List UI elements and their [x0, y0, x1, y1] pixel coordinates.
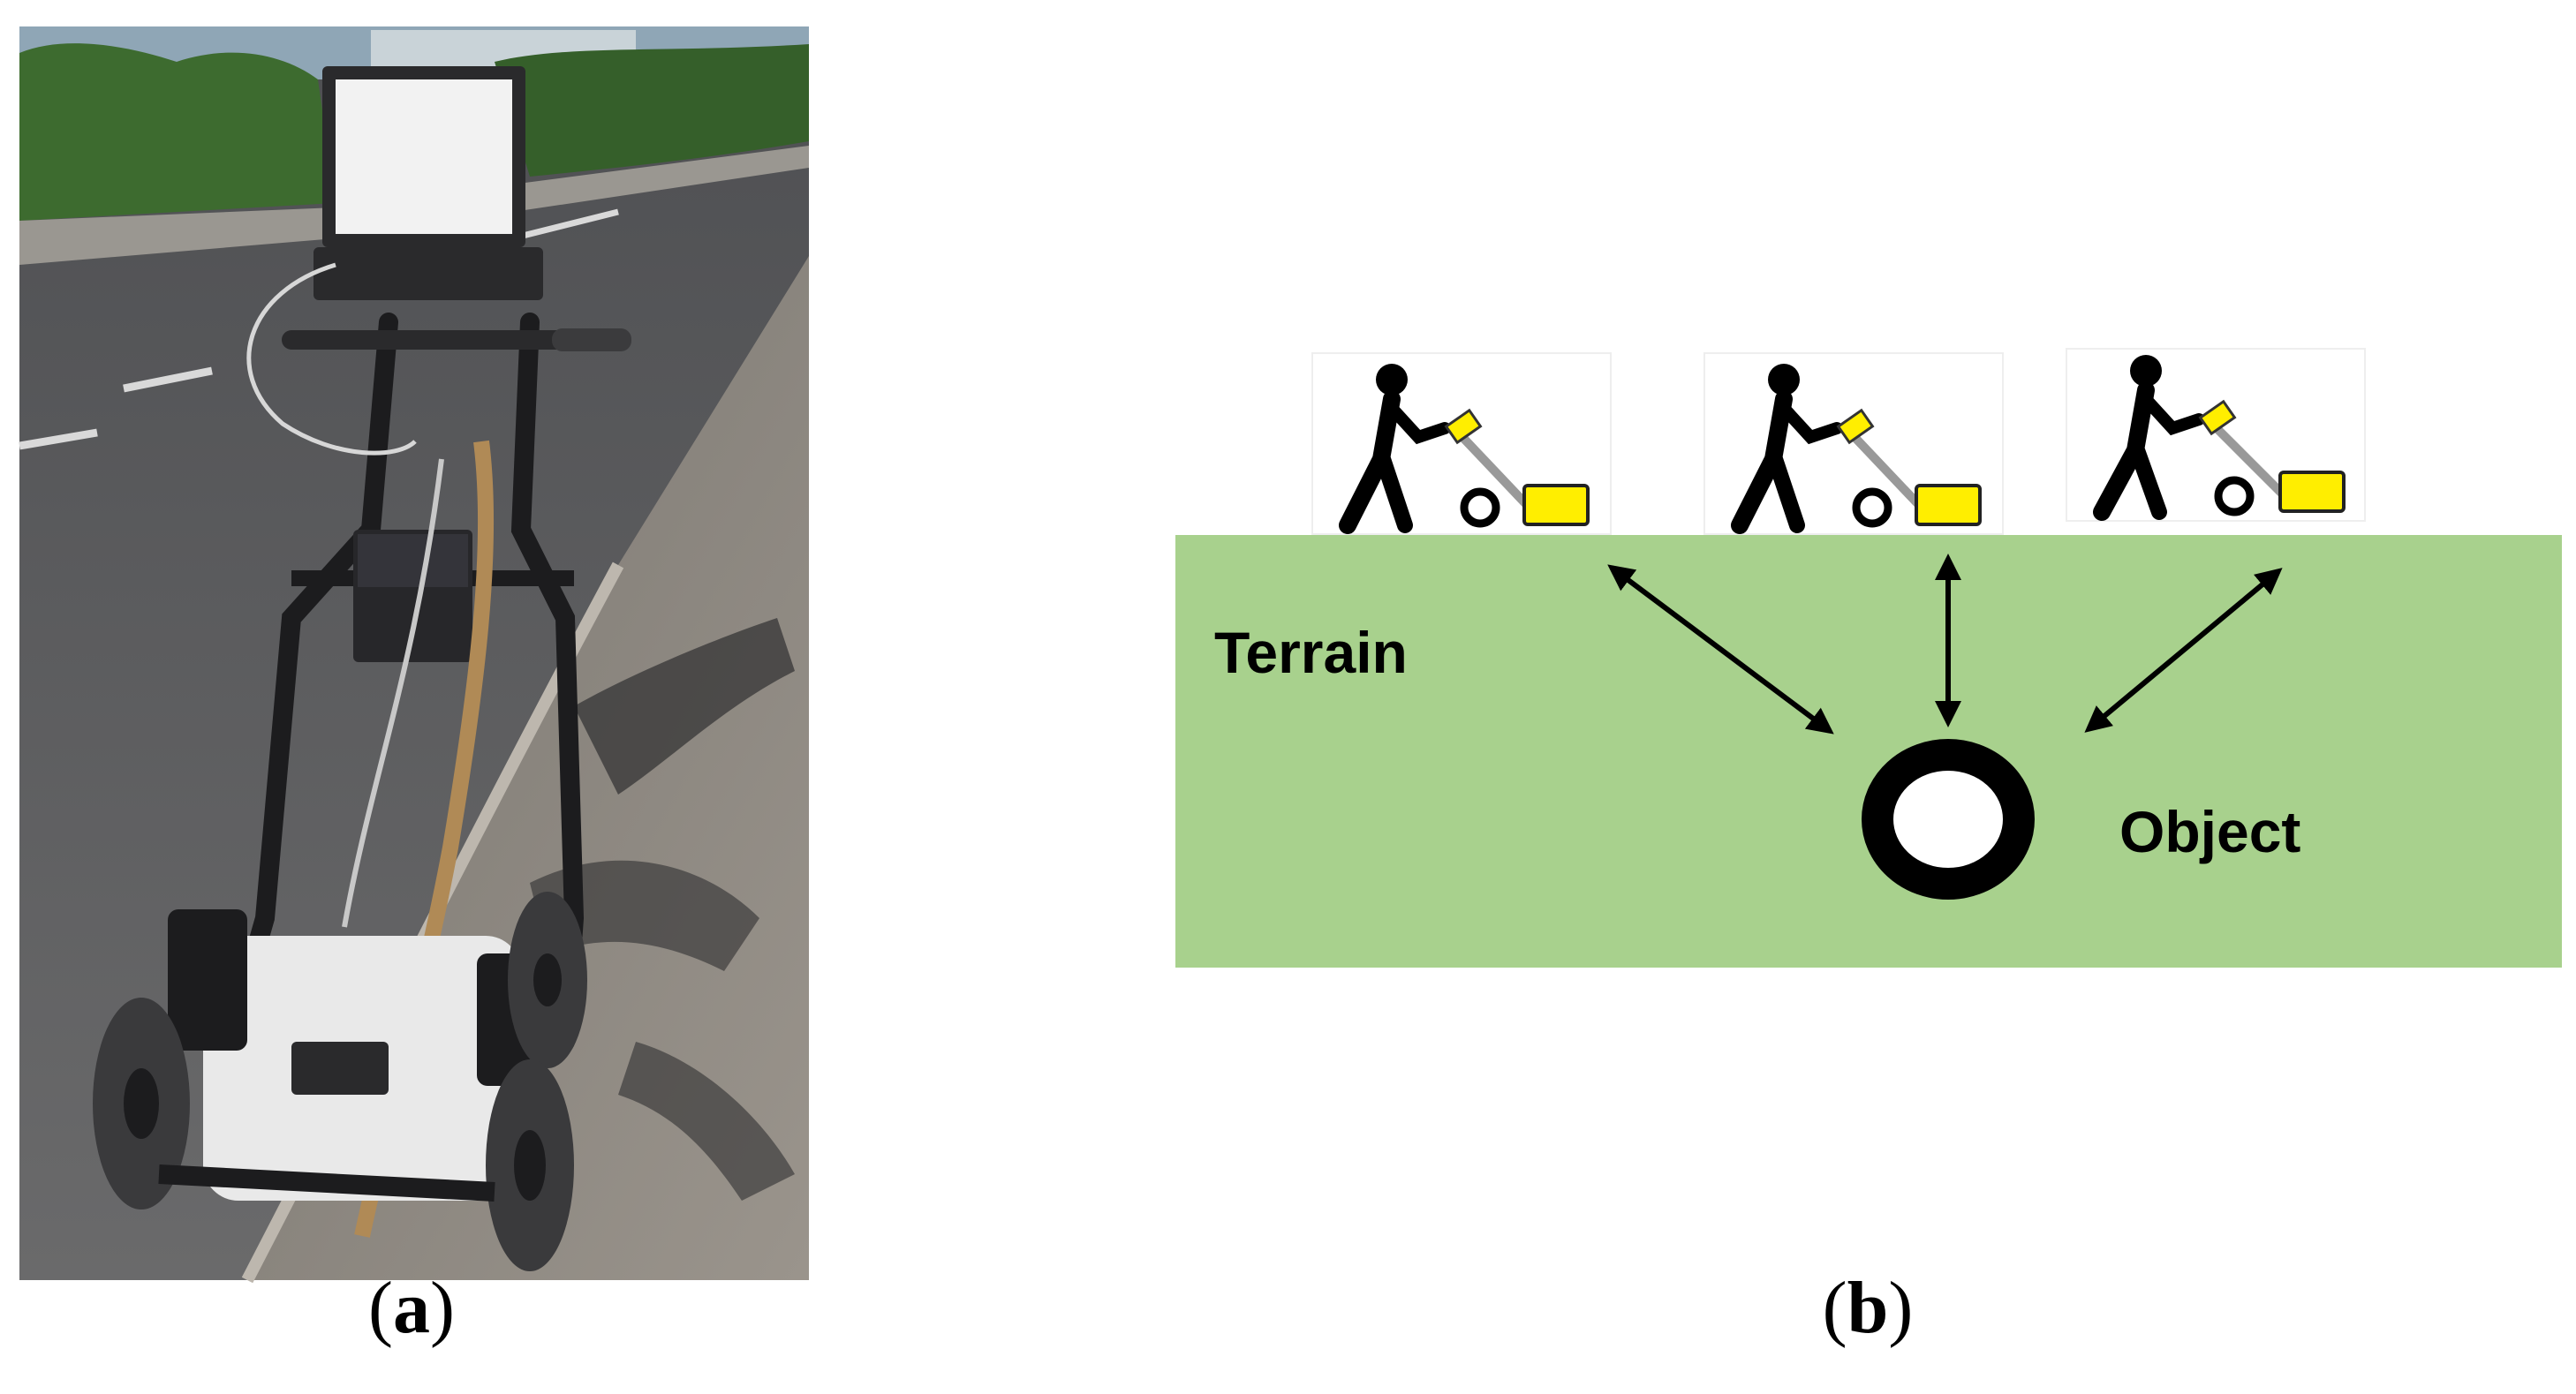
caption-close: ): [1888, 1267, 1914, 1349]
gpr-cart-photo: [19, 26, 809, 1284]
cart-wheel: [1460, 487, 1500, 528]
buried-object: [1862, 739, 2035, 900]
radar-handle-unit: [1444, 408, 1483, 445]
operator-head: [1768, 364, 1800, 396]
radar-antenna-unit: [1522, 484, 1590, 526]
cart-wheel: [2214, 476, 2255, 516]
radar-antenna-unit: [1915, 484, 1982, 526]
caption-b: (b): [1735, 1271, 2000, 1345]
operator-head: [1376, 364, 1408, 396]
operator-head: [2130, 355, 2162, 387]
operator-with-gpr-1: [1311, 352, 1612, 535]
caption-open: (: [368, 1267, 393, 1349]
hedge: [19, 43, 336, 222]
caption-close: ): [430, 1267, 455, 1349]
caption-letter: a: [393, 1267, 430, 1349]
caption-open: (: [1822, 1267, 1847, 1349]
terrain-label: Terrain: [1214, 620, 1408, 685]
gpr-diagram: Terrain Object: [1175, 348, 2562, 968]
radar-antenna-unit: [2278, 471, 2346, 513]
radar-handle-unit: [1836, 408, 1875, 445]
caption-letter: b: [1847, 1267, 1889, 1349]
caption-a: (a): [279, 1271, 544, 1345]
terrain-area: [1175, 535, 2562, 968]
cart-wheel: [1852, 487, 1892, 528]
signal-arrow-left: [1607, 564, 1834, 735]
operator-with-gpr-3: [2066, 348, 2366, 522]
radar-handle-unit: [2198, 399, 2237, 436]
operator-with-gpr-2: [1703, 352, 2004, 535]
signal-arrow-right: [2084, 568, 2283, 733]
object-label: Object: [2119, 799, 2300, 864]
